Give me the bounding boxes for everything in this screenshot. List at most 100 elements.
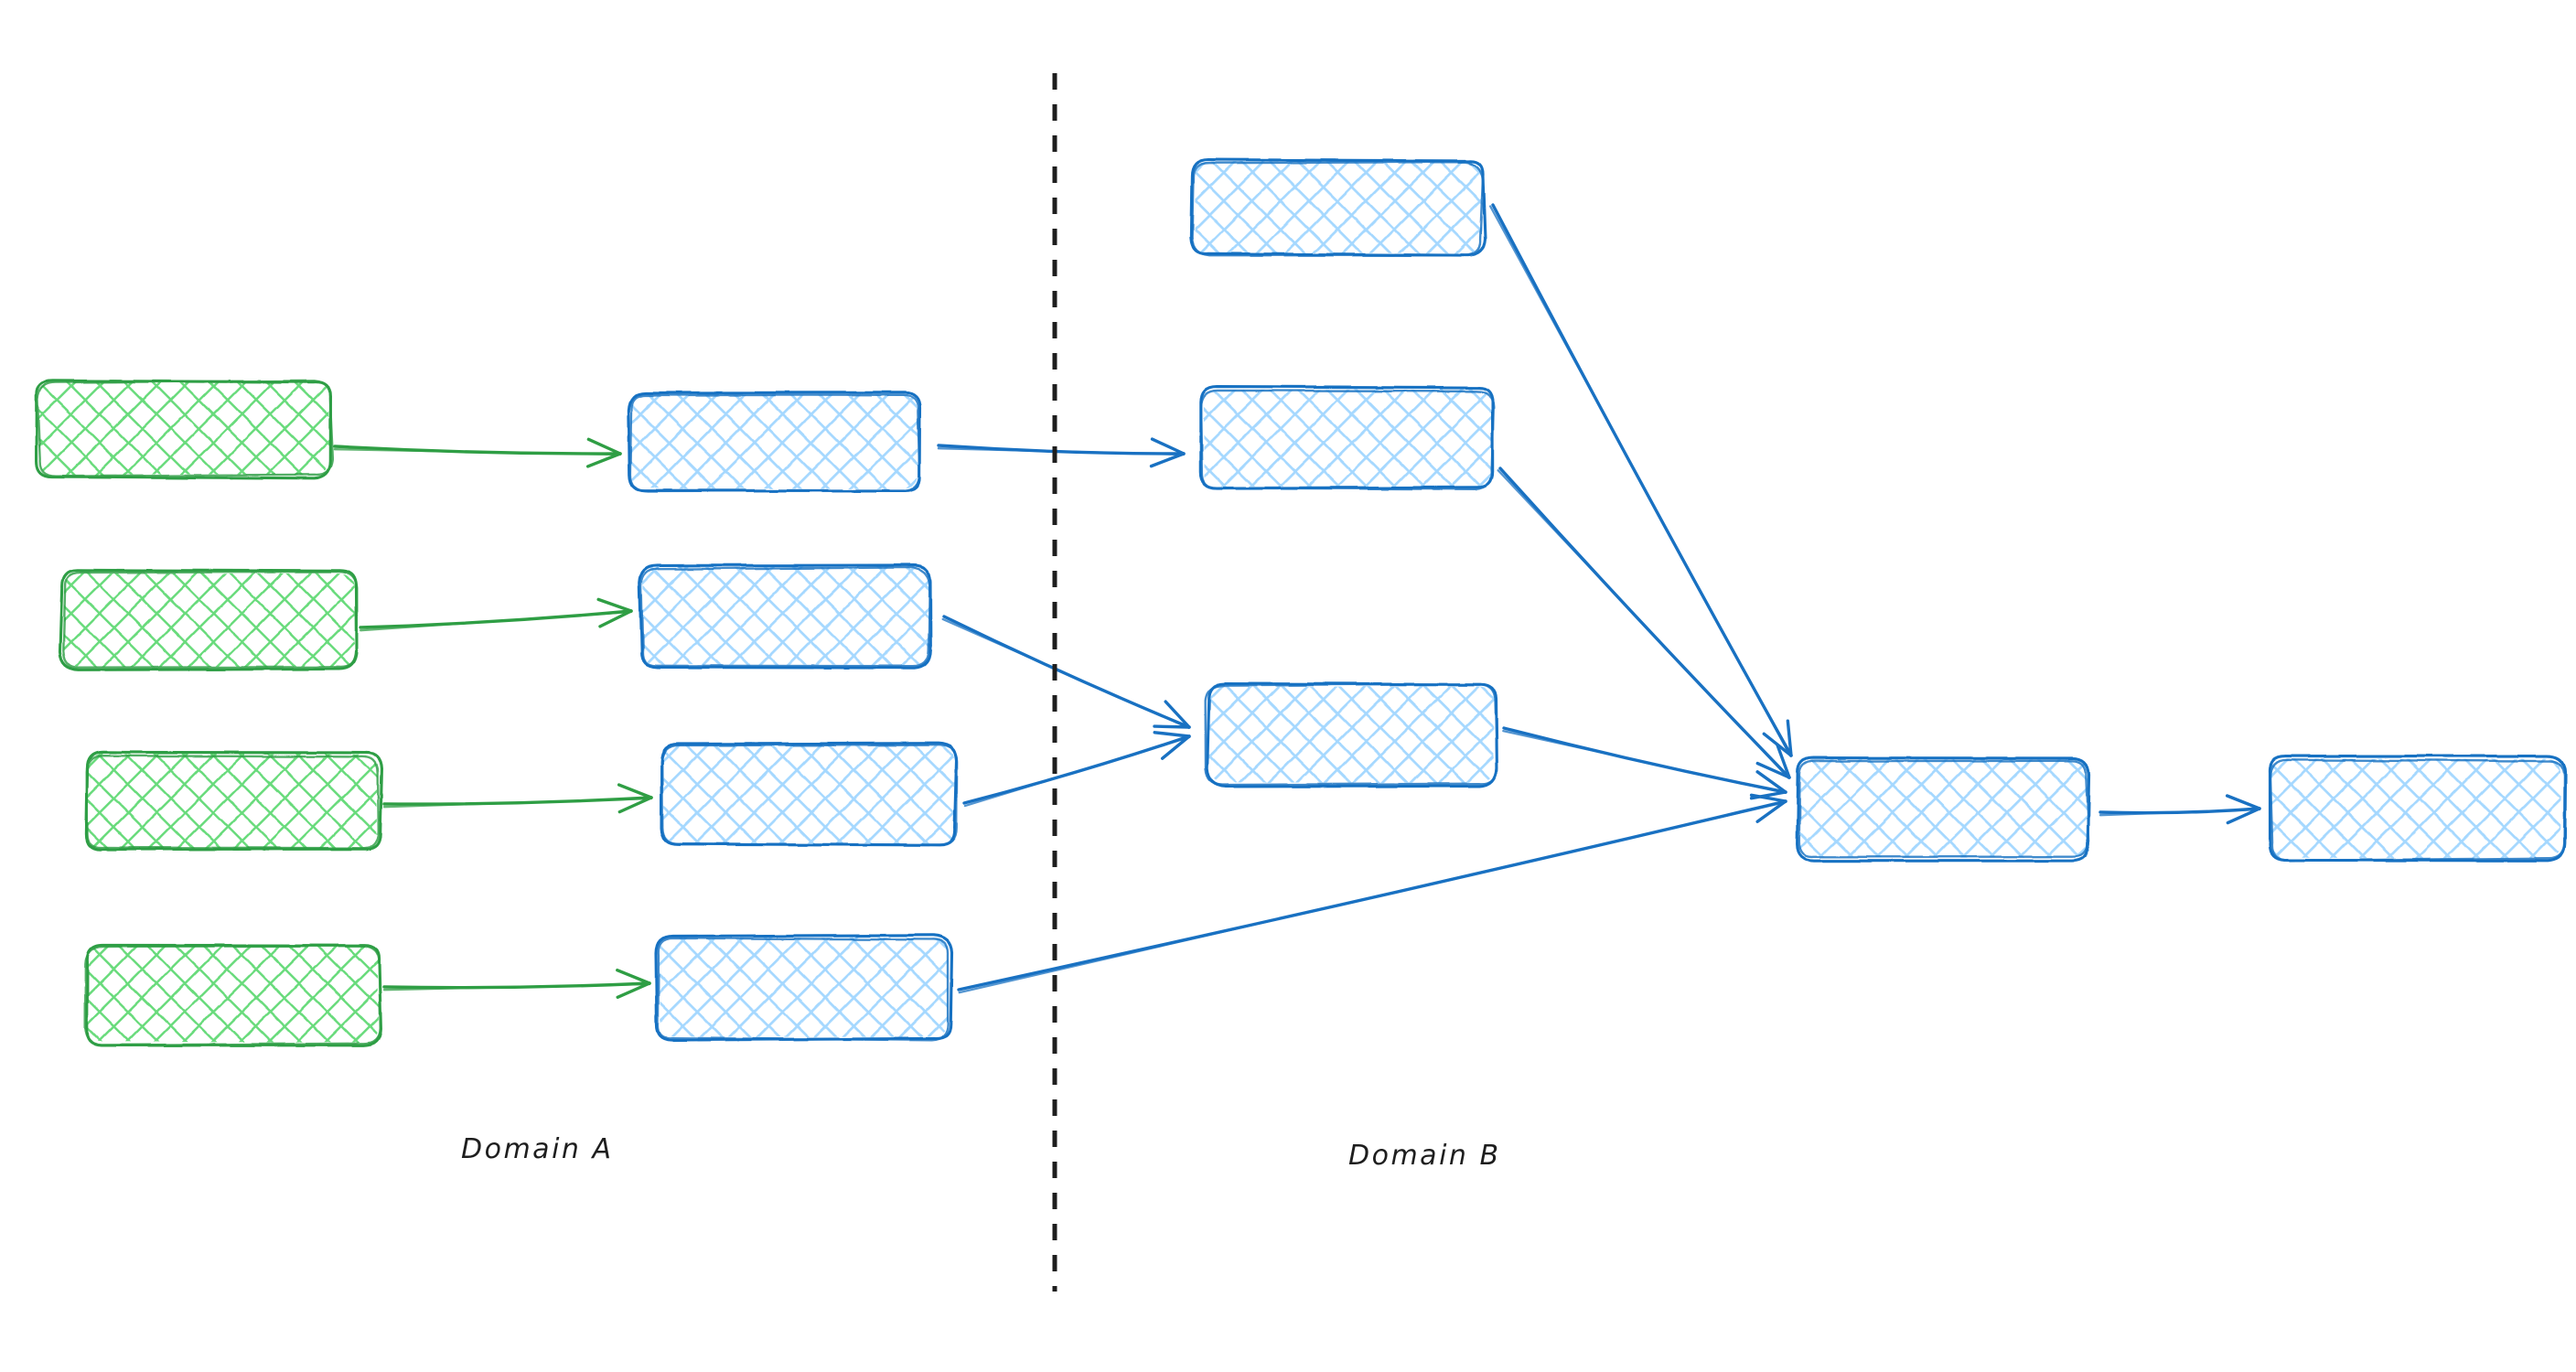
node-outline-b [36, 380, 335, 477]
node-c2[interactable] [2268, 755, 2568, 863]
edge-shaft [360, 610, 633, 632]
node-fill [1203, 389, 1492, 488]
node-outline-a [1796, 756, 2091, 863]
arrowhead-upper [1160, 734, 1191, 760]
edge-b1-to-c1[interactable] [1489, 203, 1793, 757]
node-outline-a [638, 563, 933, 670]
label-domain-b: Domain B [1348, 1140, 1501, 1172]
node-a2[interactable] [58, 568, 359, 671]
arrowhead-upper [617, 796, 653, 814]
node-a4[interactable] [83, 943, 382, 1047]
edge-shaft [1489, 205, 1792, 757]
arrowhead-lower [1755, 770, 1787, 794]
node-outline-b [657, 937, 950, 1042]
edge-shaft [937, 447, 1186, 456]
arrowhead-lower [1153, 731, 1191, 738]
arrowhead-upper [1755, 761, 1791, 779]
node-fill [641, 566, 930, 666]
node-outline-b [1204, 682, 1498, 787]
edge-m1-to-b2[interactable] [937, 437, 1186, 468]
node-fill [1797, 759, 2088, 858]
node-fill [630, 394, 918, 490]
arrowhead-upper [598, 609, 633, 628]
node-outline-a [654, 933, 954, 1042]
edge-a4-to-m4[interactable] [382, 968, 651, 999]
node-outline-b [1798, 759, 2090, 859]
edge-c1-to-c2[interactable] [2098, 794, 2261, 825]
node-b3[interactable] [1204, 682, 1498, 788]
node-outline-b [62, 571, 359, 669]
node-b1[interactable] [1189, 157, 1487, 257]
node-m2[interactable] [638, 563, 933, 670]
arrowhead-lower [1776, 743, 1791, 779]
arrowhead-upper [2226, 807, 2261, 825]
edge-m4-to-c1[interactable] [957, 793, 1787, 994]
node-outline-b [1190, 160, 1485, 257]
nodes-layer [35, 157, 2568, 1047]
edge-shaft [963, 735, 1191, 808]
arrowhead-lower [2225, 794, 2261, 810]
edge-b2-to-c1[interactable] [1497, 466, 1791, 779]
node-m4[interactable] [654, 933, 954, 1042]
node-fill [86, 753, 378, 850]
node-fill [38, 381, 329, 476]
edge-shaft [942, 615, 1191, 729]
edge-shaft [941, 617, 1190, 730]
edge-shaft [1502, 726, 1787, 794]
edge-shaft [1502, 729, 1787, 795]
edge-b3-to-c1[interactable] [1502, 726, 1787, 800]
edge-shaft [359, 609, 633, 629]
edge-shaft [382, 982, 651, 991]
edge-shaft [1498, 466, 1791, 779]
node-a1[interactable] [35, 379, 335, 480]
arrowhead-upper [1749, 790, 1787, 800]
arrowhead-lower [586, 437, 622, 456]
edge-a1-to-m1[interactable] [333, 437, 622, 468]
arrowhead-upper [1755, 799, 1787, 823]
edge-m3-to-b3[interactable] [962, 731, 1191, 808]
arrowhead-lower [1164, 700, 1191, 729]
node-outline-b [1199, 389, 1495, 490]
edge-shaft [1497, 469, 1790, 779]
edge-a3-to-m3[interactable] [382, 783, 653, 814]
edge-shaft [1491, 203, 1793, 757]
edge-shaft [2098, 808, 2261, 817]
node-outline-a [2268, 755, 2568, 863]
edge-shaft [957, 799, 1787, 991]
arrowhead-lower [616, 968, 651, 985]
node-outline-b [2269, 758, 2566, 863]
node-a3[interactable] [84, 750, 384, 852]
node-m3[interactable] [660, 742, 959, 847]
arrowhead-upper [585, 452, 622, 468]
node-fill [63, 573, 356, 668]
edges-layer [333, 203, 2261, 999]
node-outline-b [85, 755, 380, 850]
edge-shaft [333, 448, 622, 456]
node-fill [2269, 758, 2561, 859]
node-outline-b [629, 393, 921, 493]
edge-shaft [382, 797, 653, 809]
arrowhead-upper [616, 981, 651, 999]
arrowhead-lower [596, 597, 633, 613]
node-fill [1208, 686, 1495, 783]
arrowhead-upper [1149, 452, 1186, 468]
node-fill [662, 745, 955, 844]
arrowhead-lower [617, 783, 653, 799]
edge-a2-to-m2[interactable] [359, 597, 633, 632]
arrowhead-lower [1150, 437, 1186, 456]
node-c1[interactable] [1796, 756, 2091, 863]
node-fill [659, 938, 949, 1037]
label-domain-a: Domain A [461, 1133, 613, 1165]
edge-m2-to-b3[interactable] [941, 615, 1191, 730]
node-outline-b [660, 744, 959, 846]
labels-layer: Domain A Domain B [461, 1133, 1501, 1172]
node-outline-a [1199, 384, 1495, 490]
node-b2[interactable] [1199, 384, 1495, 490]
node-outline-b [639, 566, 931, 668]
node-m1[interactable] [627, 391, 922, 493]
edge-shaft [962, 734, 1191, 805]
edge-shaft [958, 800, 1787, 994]
node-fill [87, 944, 379, 1043]
